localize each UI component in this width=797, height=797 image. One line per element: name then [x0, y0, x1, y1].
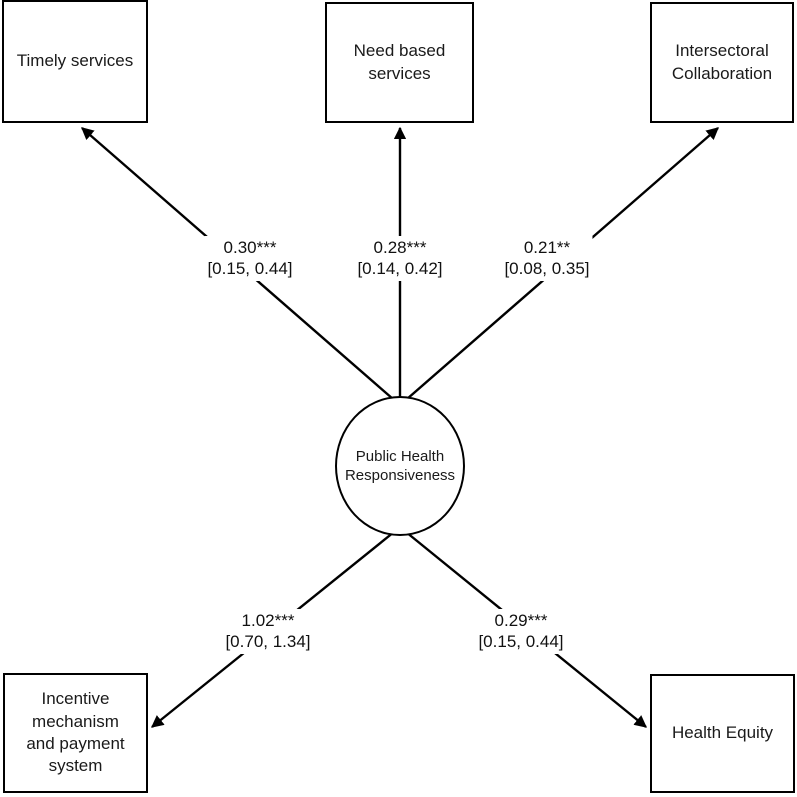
path-coefficient-incentive-mechanism: 1.02***	[241, 611, 295, 630]
path-label-intersectoral-collaboration: 0.21** [0.08, 0.35]	[501, 236, 593, 281]
node-timely-services[interactable]: Timely services	[2, 0, 148, 123]
path-coefficient-intersectoral-collaboration: 0.21**	[523, 238, 571, 257]
path-label-incentive-mechanism: 1.02*** [0.70, 1.34]	[222, 609, 314, 654]
node-public-health-responsiveness-label: Public Health Responsiveness	[344, 447, 456, 485]
node-need-based-services[interactable]: Need based services	[325, 2, 474, 123]
node-need-based-services-label: Need based services	[353, 41, 446, 83]
node-health-equity[interactable]: Health Equity	[650, 674, 795, 793]
node-intersectoral-collaboration-label: Intersectoral Collaboration	[671, 41, 773, 83]
node-incentive-mechanism-and-payment-system-label: Incentive mechanism and payment system	[26, 689, 125, 776]
node-timely-services-label: Timely services	[16, 51, 134, 71]
path-ci-intersectoral-collaboration: [0.08, 0.35]	[504, 259, 590, 279]
path-coefficient-health-equity: 0.29***	[494, 611, 548, 630]
path-ci-need-based-services: [0.14, 0.42]	[357, 259, 443, 279]
node-public-health-responsiveness[interactable]: Public Health Responsiveness	[335, 396, 465, 536]
node-incentive-mechanism-and-payment-system[interactable]: Incentive mechanism and payment system	[3, 673, 148, 793]
path-coefficient-need-based-services: 0.28***	[373, 238, 427, 257]
path-ci-timely-services: [0.15, 0.44]	[207, 259, 293, 279]
node-health-equity-label: Health Equity	[671, 723, 774, 743]
path-label-health-equity: 0.29*** [0.15, 0.44]	[475, 609, 567, 654]
node-intersectoral-collaboration[interactable]: Intersectoral Collaboration	[650, 2, 794, 123]
path-label-need-based-services: 0.28*** [0.14, 0.42]	[354, 236, 446, 281]
path-ci-incentive-mechanism: [0.70, 1.34]	[225, 632, 311, 652]
path-ci-health-equity: [0.15, 0.44]	[478, 632, 564, 652]
path-coefficient-timely-services: 0.30***	[223, 238, 277, 257]
path-label-timely-services: 0.30*** [0.15, 0.44]	[204, 236, 296, 281]
